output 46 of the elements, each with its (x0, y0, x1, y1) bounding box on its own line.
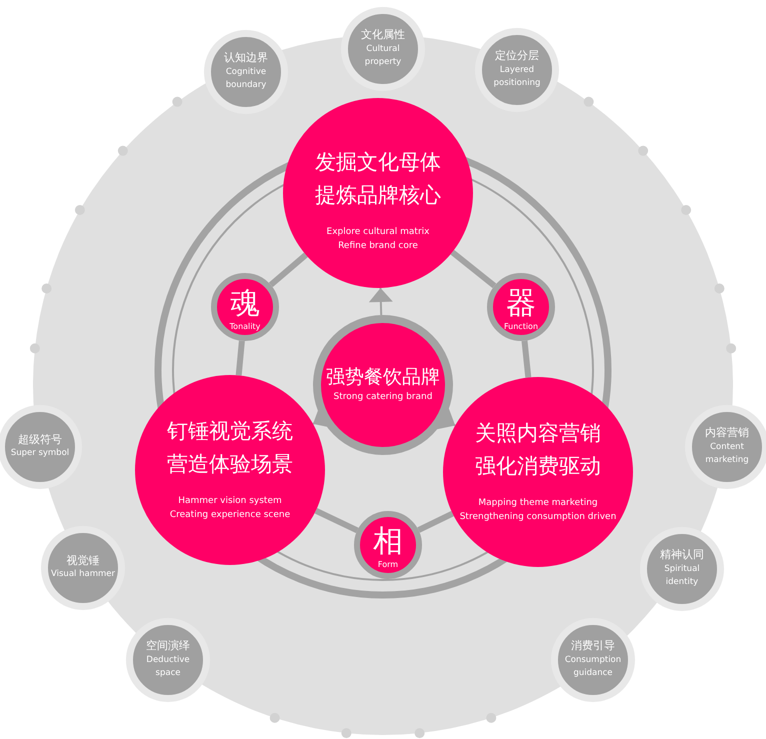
connector-line (450, 250, 496, 288)
title-text: 精神认同 (660, 548, 704, 563)
subtitle-text: Strong catering brand (334, 391, 432, 404)
title-text: 提炼品牌核心 (315, 182, 441, 209)
title-text: 消费引导 (571, 639, 615, 654)
subtitle-text: Mapping theme marketing (478, 497, 598, 510)
title-text: 营造体验场景 (167, 450, 293, 478)
connector-line (522, 340, 532, 378)
subtitle-text: Cultural property (364, 42, 402, 70)
title-text: 关照内容营销 (475, 420, 601, 447)
subtitle-text: Spiritual identity (663, 562, 701, 590)
connector-line (236, 340, 245, 376)
subtitle-text: Super symbol (10, 447, 70, 460)
subtitle-text: Function (504, 322, 538, 330)
title-text: 钉锤视觉系统 (167, 418, 293, 445)
subtitle-text: Creating experience scene (170, 509, 290, 522)
title-text: 认知边界 (224, 51, 268, 66)
subtitle-text: Deductive space (145, 654, 191, 680)
title-text: 视觉锤 (66, 554, 100, 568)
title-text: 空间演绎 (146, 639, 190, 654)
title-text: 魂 (230, 284, 260, 322)
title-text: 强化消费驱动 (475, 452, 601, 480)
connector-line (417, 510, 454, 533)
subtitle-text: Form (378, 560, 398, 568)
title-text: 发掘文化母体 (315, 149, 441, 176)
subtitle-text: Layered positioning (492, 64, 542, 90)
subtitle-text: Explore cultural matrix (326, 226, 430, 240)
connector-line (268, 252, 308, 288)
title-text: 定位分层 (495, 49, 539, 64)
subtitle-text: Content marketing (704, 440, 750, 468)
title-text: 文化属性 (361, 28, 405, 43)
subtitle-text: Refine brand core (338, 240, 418, 254)
subtitle-text: Hammer vision system (178, 495, 282, 508)
title-text: 相 (373, 522, 403, 560)
subtitle-text: Tonality (230, 322, 260, 330)
title-text: 内容营销 (705, 426, 749, 441)
title-text: 超级符号 (18, 433, 62, 448)
title-text: 器 (506, 284, 536, 322)
pointer-arrow (368, 288, 393, 316)
subtitle-text: Visual hammer (51, 568, 115, 582)
connector-line (314, 508, 359, 534)
title-text: 强势餐饮品牌 (326, 365, 440, 390)
subtitle-text: Strengthening consumption driven (460, 511, 616, 524)
pointer-arrow (437, 408, 456, 430)
subtitle-text: Cognitive boundary (224, 66, 268, 92)
subtitle-text: Consumption guidance (564, 654, 622, 680)
